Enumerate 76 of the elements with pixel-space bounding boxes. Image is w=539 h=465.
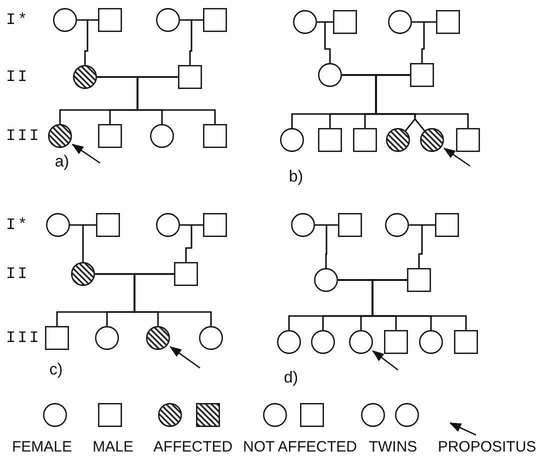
circle-symbol [388,10,412,34]
circle-symbol [150,124,174,148]
hatched-circle-symbol [73,65,97,89]
circle-symbol [156,213,180,237]
panel-label: a) [54,154,70,170]
square-symbol [178,65,202,89]
legend-label: TWINS [368,438,418,456]
circle-symbol [311,330,335,354]
square-symbol [454,330,478,354]
generation-label: II [6,68,30,86]
descent-line [136,76,216,124]
legend-label: AFFECTED [153,438,233,456]
generation-label: III [6,329,41,347]
legend-label: PROPOSITUS [438,438,536,456]
square-symbol [318,128,342,152]
descent-line [372,279,467,330]
circle-symbol [277,330,301,354]
circle-symbol [349,330,373,354]
circle-symbol [293,10,317,34]
hatched-circle-symbol [48,124,72,148]
descent-line [134,273,212,326]
arrow [72,144,100,164]
descent-line [84,19,98,65]
square-symbol [456,128,480,152]
legend-label: FEMALE [12,438,72,456]
descent-line [421,21,436,63]
arrow [372,350,398,371]
descent-line [189,19,203,65]
panel-label: d) [284,370,298,386]
hatched-circle-symbol [386,128,410,152]
square-symbol [174,262,198,286]
square-symbol [96,213,120,237]
legend-label: NOT AFFECTED [243,438,357,456]
square-symbol [338,213,362,237]
arrow [169,346,200,369]
circle-symbol [314,268,338,292]
square-symbol [203,213,227,237]
square-symbol [203,8,227,32]
square-symbol [45,326,69,350]
square-symbol [436,10,460,34]
square-symbol [384,330,408,354]
circle-symbol [291,213,315,237]
square-symbol [353,128,377,152]
hatched-circle-symbol [146,326,170,350]
square-symbol [98,8,122,32]
panel-label: b) [288,168,304,186]
square-symbol [333,10,357,34]
square-symbol [410,63,434,87]
circle-symbol [199,326,223,350]
legend-label: MALE [92,438,134,456]
square-symbol [407,268,431,292]
hatched-circle-symbol [420,128,444,152]
circle-symbol [156,8,180,32]
circle-symbol [280,128,304,152]
circle-symbol [53,8,77,32]
descent-line [325,224,338,268]
generation-label: III [6,127,41,145]
descent-line [418,224,435,268]
descent-line [82,224,96,262]
descent-line [185,224,203,262]
square-symbol [203,124,227,148]
circle-symbol [46,213,70,237]
generation-label: I* [6,216,30,234]
generation-label: II [6,265,30,283]
panel-label: c) [49,362,63,378]
descent-line [324,21,333,63]
circle-symbol [419,330,443,354]
circle-symbol [385,213,409,237]
square-symbol [435,213,459,237]
descent-line [375,74,469,128]
circle-symbol [95,326,119,350]
square-symbol [98,124,122,148]
arrow [443,148,470,167]
circle-symbol [318,63,342,87]
generation-label: I* [6,11,30,29]
hatched-circle-symbol [71,262,95,286]
